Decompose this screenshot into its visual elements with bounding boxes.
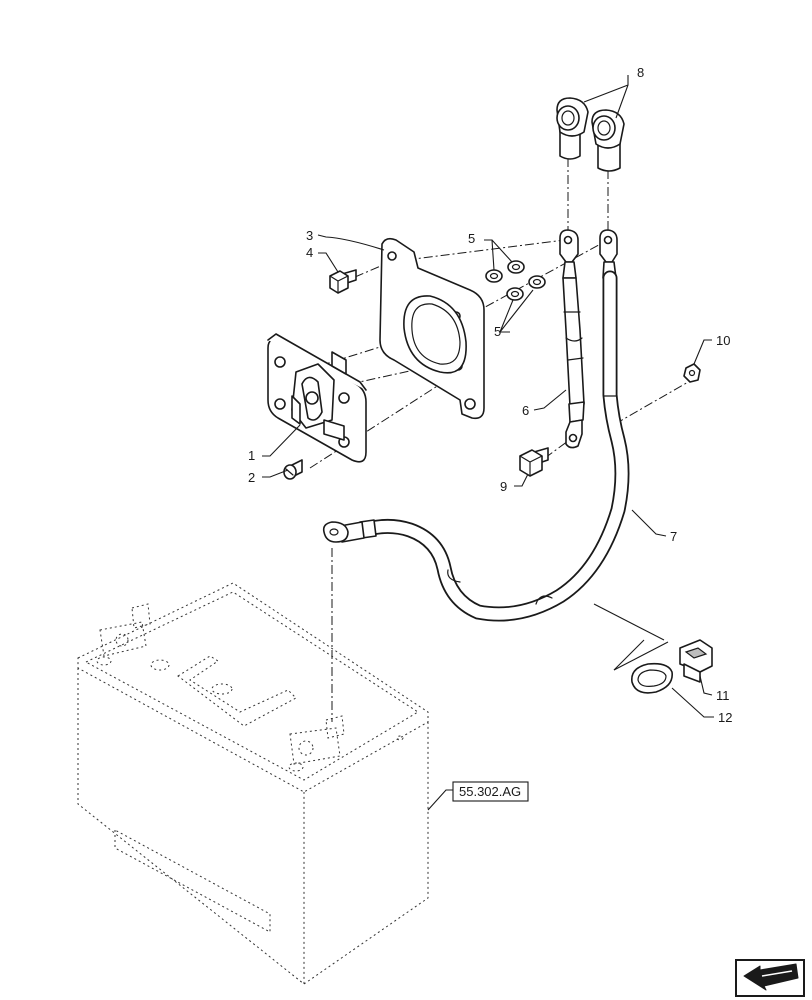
callout-6: 6 bbox=[522, 403, 529, 418]
callout-5-top: 5 bbox=[468, 231, 475, 246]
reference-label: 55.302.AG bbox=[459, 784, 521, 799]
detail-break bbox=[593, 603, 669, 671]
callout-10: 10 bbox=[716, 333, 730, 348]
callout-11: 11 bbox=[716, 688, 730, 703]
cable-6 bbox=[559, 229, 585, 449]
terminal-boot-right bbox=[591, 109, 625, 172]
callout-5-bottom: 5 bbox=[494, 324, 501, 339]
cable-7 bbox=[322, 229, 630, 622]
callout-3: 3 bbox=[306, 228, 313, 243]
battery bbox=[77, 582, 429, 986]
callout-leaders bbox=[262, 75, 714, 811]
callout-1: 1 bbox=[248, 448, 255, 463]
mounting-plate bbox=[379, 237, 485, 420]
callouts: 1 2 3 4 5 5 6 7 8 9 10 11 12 bbox=[248, 65, 732, 725]
cable-tie-12 bbox=[631, 662, 673, 694]
clip-11 bbox=[679, 639, 713, 683]
bolt-9 bbox=[519, 447, 549, 477]
callout-7: 7 bbox=[670, 529, 677, 544]
callout-4: 4 bbox=[306, 245, 313, 260]
disconnect-switch bbox=[267, 333, 367, 463]
callout-8: 8 bbox=[637, 65, 644, 80]
callout-9: 9 bbox=[500, 479, 507, 494]
callout-12: 12 bbox=[718, 710, 732, 725]
arrow-icon[interactable] bbox=[735, 959, 805, 997]
screw-2 bbox=[283, 459, 303, 480]
nut-10 bbox=[683, 363, 701, 383]
bolt-4 bbox=[329, 269, 357, 294]
terminal-boot-left bbox=[556, 97, 589, 160]
reference-box[interactable]: 55.302.AG bbox=[452, 781, 529, 802]
washers bbox=[485, 260, 546, 301]
callout-2: 2 bbox=[248, 470, 255, 485]
